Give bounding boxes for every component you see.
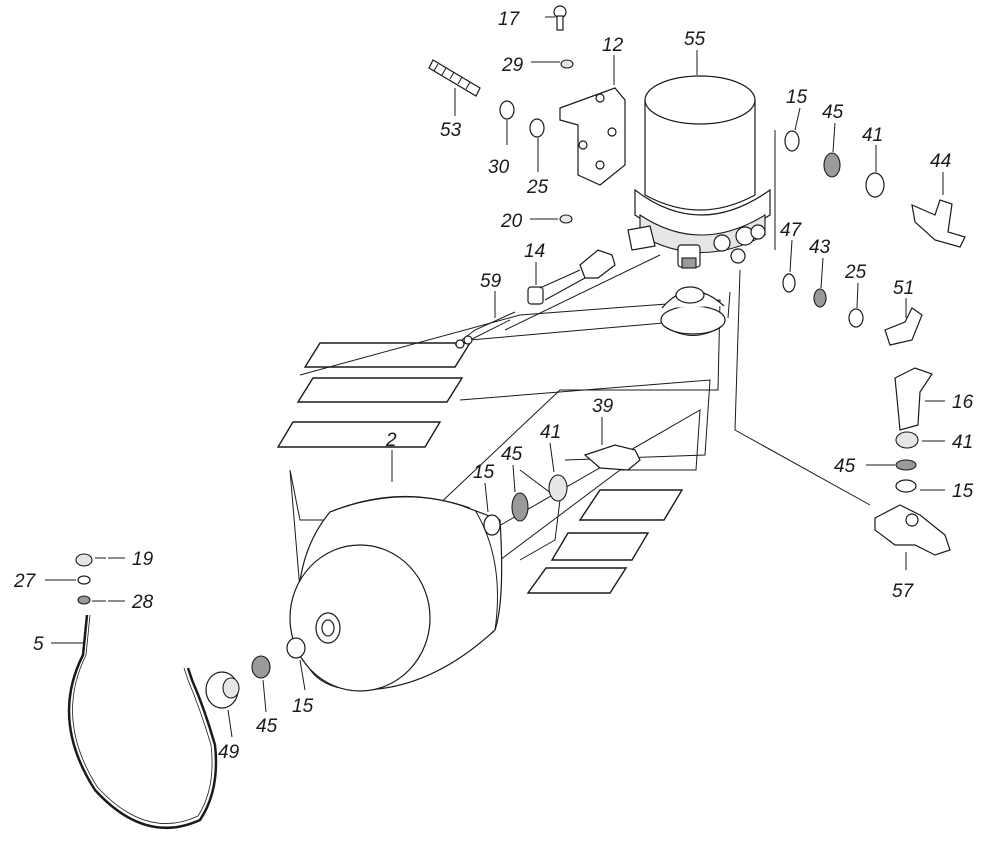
callout-47: 47	[780, 220, 803, 241]
tank-fittings	[483, 444, 641, 536]
electrical-connector	[454, 249, 616, 349]
callout-19: 19	[132, 549, 154, 570]
callout-27: 27	[13, 571, 37, 592]
callout-45: 45	[822, 102, 844, 123]
air-receiver-tank	[289, 495, 503, 692]
callout-2: 2	[385, 430, 397, 451]
callout-41: 41	[862, 125, 883, 146]
valve-assembly	[874, 367, 951, 556]
callout-15: 15	[952, 481, 974, 502]
callout-45: 45	[256, 716, 278, 737]
small-hardware-top	[499, 59, 574, 224]
callout-41: 41	[540, 422, 561, 443]
callout-5: 5	[33, 634, 44, 655]
callout-53: 53	[440, 120, 462, 141]
bolt	[553, 5, 567, 31]
callout-15: 15	[786, 87, 808, 108]
callout-49: 49	[218, 742, 240, 763]
right-fittings	[782, 130, 966, 346]
callout-labels: 17 29 12 55 53 30 25 20 15 45 41 44 14 5…	[13, 9, 974, 763]
callout-29: 29	[501, 55, 524, 76]
drain-valve-cap	[660, 286, 726, 336]
callout-45: 45	[501, 444, 523, 465]
callout-41: 41	[952, 432, 973, 453]
callout-dashes	[108, 557, 125, 602]
callout-44: 44	[930, 151, 951, 172]
callout-15: 15	[473, 462, 495, 483]
air-dryer-unit	[627, 75, 771, 269]
callout-55: 55	[684, 29, 706, 50]
callout-25: 25	[526, 177, 549, 198]
callout-28: 28	[131, 592, 154, 613]
callout-57: 57	[892, 581, 915, 602]
mounting-bracket	[559, 87, 626, 186]
drain-hose	[67, 553, 218, 830]
drain-plug-group	[205, 637, 306, 709]
callout-12: 12	[602, 35, 624, 56]
callout-45: 45	[834, 456, 856, 477]
leader-lines	[45, 16, 945, 738]
background-stripes	[276, 299, 721, 594]
callout-16: 16	[952, 392, 974, 413]
callout-59: 59	[480, 271, 502, 292]
callout-30: 30	[488, 157, 510, 178]
callout-17: 17	[498, 9, 521, 30]
callout-15: 15	[292, 696, 314, 717]
callout-43: 43	[809, 237, 831, 258]
callout-25: 25	[844, 262, 867, 283]
stud-bolt	[428, 59, 481, 97]
callout-51: 51	[893, 278, 914, 299]
callout-14: 14	[524, 241, 545, 262]
callout-20: 20	[500, 211, 523, 232]
callout-39: 39	[592, 396, 614, 417]
